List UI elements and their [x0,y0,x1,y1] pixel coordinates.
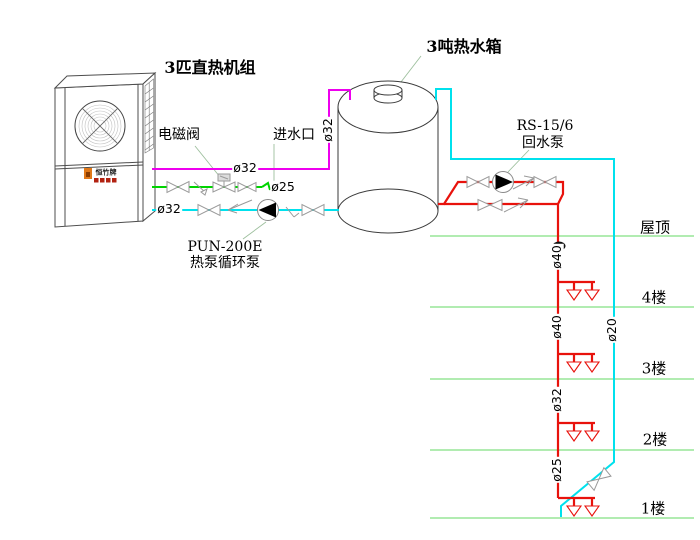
shower-head-icon [565,289,583,301]
side-grille [144,78,154,154]
leader-lines [194,55,530,240]
heat-pump-title: 3匹直热机组 [164,58,256,77]
shower-head-icon [583,430,601,442]
pipe-size-riser-roof-4f: ø40 [548,244,564,270]
pipe-size-riser-3f-2f: ø32 [548,387,564,413]
return-pump-icon [492,171,514,193]
main-return-pipe [435,88,615,517]
shower-head-icon [583,361,601,373]
shower-head-icon [583,289,601,301]
tank-cap [373,84,403,104]
circulation-pump-model-label: PUN-200E [187,239,263,255]
valve-icon [533,175,557,189]
floor-label-4f: 4楼 [641,288,667,307]
drain-valve-icon [285,206,300,218]
valve-icon [586,466,612,492]
floor-lines [430,235,694,519]
floor-label-roof: 屋顶 [639,218,671,237]
floor-label-1f: 1楼 [640,499,666,518]
drain-valve-icon [193,181,208,196]
supply-pipe [152,89,351,170]
return-pump-name-label: 回水泵 [522,135,564,151]
solenoid-valve-label: 电磁阀 [158,127,200,143]
valve-icon [301,203,325,217]
water-tank [337,80,439,234]
shower-head-icon [565,505,583,517]
circulation-pump-icon [257,199,279,221]
valves [166,173,612,492]
pipe-size-riser-2f-1f: ø25 [548,457,564,483]
return-pump-model-label: RS-15/6 [516,118,574,134]
heat-pump-unit [53,71,157,228]
shower-head-icon [565,430,583,442]
pipe-size-return-riser: ø20 [603,317,619,343]
circulation-pump-name-label: 热泵循环泵 [190,255,260,271]
shower-heads [565,289,601,517]
pipe-size-supply-v: ø32 [319,117,335,143]
pipe-size-riser-4f-3f: ø40 [548,314,564,340]
valve-icon [166,180,190,194]
check-valve-icon [503,197,529,213]
solenoid-valve-icon [212,173,236,193]
hot-water-riser [438,180,595,506]
check-valve-icon [512,175,535,190]
check-valve-icon [227,199,253,214]
brand-logo-text: 恒竹牌 [95,168,117,177]
floor-label-3f: 3楼 [641,359,667,378]
shower-head-icon [583,505,601,517]
tank-title: 3吨热水箱 [426,37,502,56]
valve-icon [237,181,257,193]
valve-icon [197,203,221,217]
valve-icon [477,198,503,212]
shower-head-icon [565,361,583,373]
pipe-size-inlet: ø25 [270,178,296,194]
pipe-size-supply-h: ø32 [232,159,258,175]
floor-label-2f: 2楼 [642,430,668,449]
brand-logo-icon [84,168,117,183]
fan-icon [74,100,126,152]
pipe-size-hp-return: ø32 [156,200,182,216]
valve-icon [466,175,490,189]
water-inlet-label: 进水口 [273,127,315,143]
